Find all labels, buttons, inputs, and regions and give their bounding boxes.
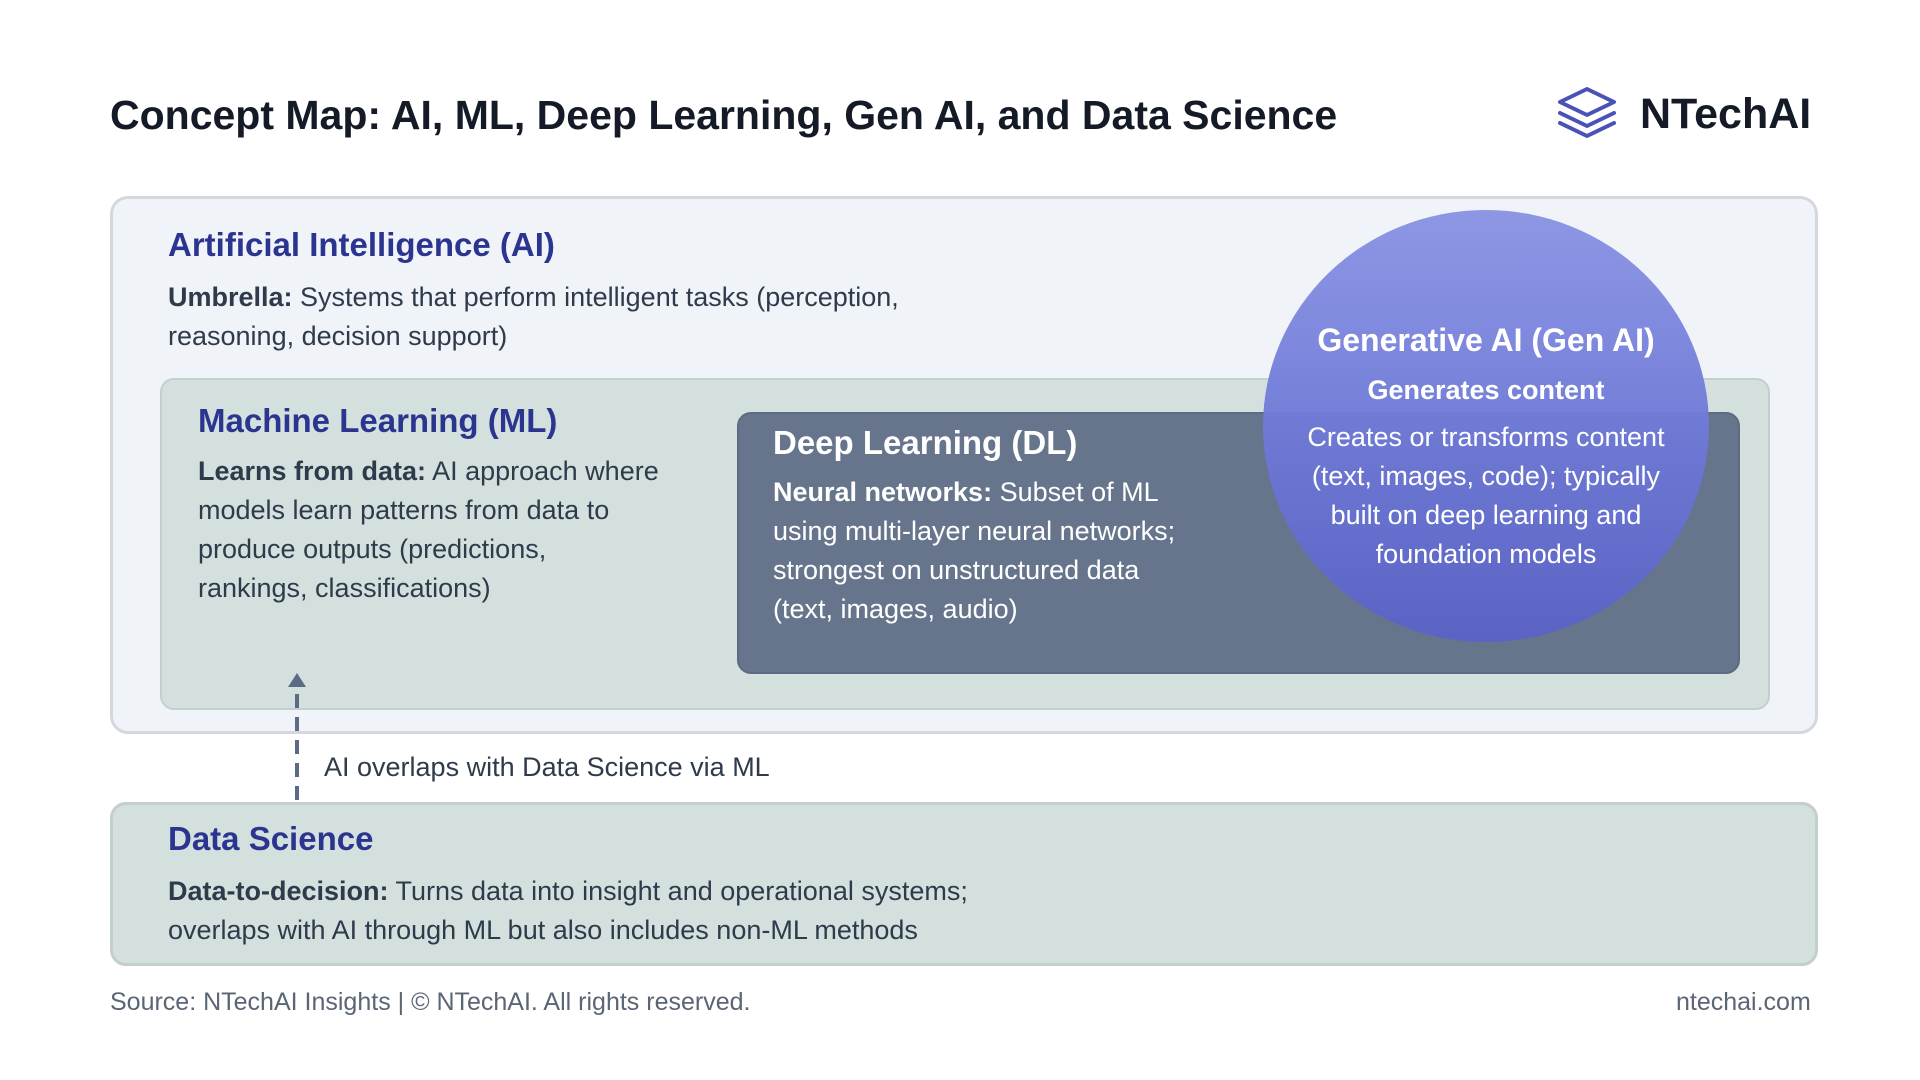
gen-ai-subtitle: Generates content bbox=[1367, 375, 1605, 405]
dl-description: Neural networks: Subset of ML using mult… bbox=[773, 473, 1253, 629]
footer-source: Source: NTechAI Insights | © NTechAI. Al… bbox=[110, 988, 751, 1016]
dl-line2: using multi-layer neural networks; bbox=[773, 516, 1176, 546]
dl-lead: Neural networks: bbox=[773, 477, 993, 507]
ai-description: Umbrella: Systems that perform intellige… bbox=[168, 278, 1068, 356]
gen-ai-title: Generative AI (Gen AI) bbox=[1317, 322, 1655, 358]
footer-url-link[interactable]: ntechai.com bbox=[1676, 988, 1811, 1016]
ds-line2: overlaps with AI through ML but also inc… bbox=[168, 915, 918, 945]
overlap-label: AI overlaps with Data Science via ML bbox=[324, 752, 770, 782]
gen-line1: Creates or transforms content bbox=[1307, 422, 1665, 452]
gen-line4: foundation models bbox=[1375, 539, 1597, 569]
ds-box bbox=[110, 802, 1818, 966]
ai-line1: Systems that perform intelligent tasks (… bbox=[292, 282, 899, 312]
gen-ai-description: Creates or transforms content (text, ima… bbox=[1263, 418, 1709, 574]
ai-line2: reasoning, decision support) bbox=[168, 321, 508, 351]
dl-title: Deep Learning (DL) bbox=[773, 424, 1078, 461]
ml-description: Learns from data: AI approach where mode… bbox=[198, 452, 718, 608]
gen-line2: (text, images, code); typically bbox=[1311, 461, 1661, 491]
ds-description: Data-to-decision: Turns data into insigh… bbox=[168, 872, 1268, 950]
ds-lead: Data-to-decision: bbox=[168, 876, 389, 906]
ds-title: Data Science bbox=[168, 820, 374, 857]
ml-line4: rankings, classifications) bbox=[198, 573, 491, 603]
dl-line4: (text, images, audio) bbox=[773, 594, 1018, 624]
overlap-arrow bbox=[288, 673, 306, 800]
page-title: Concept Map: AI, ML, Deep Learning, Gen … bbox=[110, 92, 1338, 138]
ml-line3: produce outputs (predictions, bbox=[198, 534, 547, 564]
dl-line3: strongest on unstructured data bbox=[773, 555, 1140, 585]
brand-logo: NTechAI bbox=[1556, 86, 1811, 143]
gen-line3: built on deep learning and bbox=[1330, 500, 1642, 530]
ai-title: Artificial Intelligence (AI) bbox=[168, 226, 555, 263]
ml-title: Machine Learning (ML) bbox=[198, 402, 558, 439]
layers-icon bbox=[1556, 86, 1618, 143]
ai-lead: Umbrella: bbox=[168, 282, 293, 312]
brand-name: NTechAI bbox=[1640, 90, 1812, 138]
ml-lead: Learns from data: bbox=[198, 456, 427, 486]
ml-line2: models learn patterns from data to bbox=[198, 495, 610, 525]
dl-line1: Subset of ML bbox=[992, 477, 1159, 507]
ml-line1: AI approach where bbox=[426, 456, 659, 486]
gen-ai-circle bbox=[1263, 210, 1709, 642]
ds-line1: Turns data into insight and operational … bbox=[388, 876, 968, 906]
